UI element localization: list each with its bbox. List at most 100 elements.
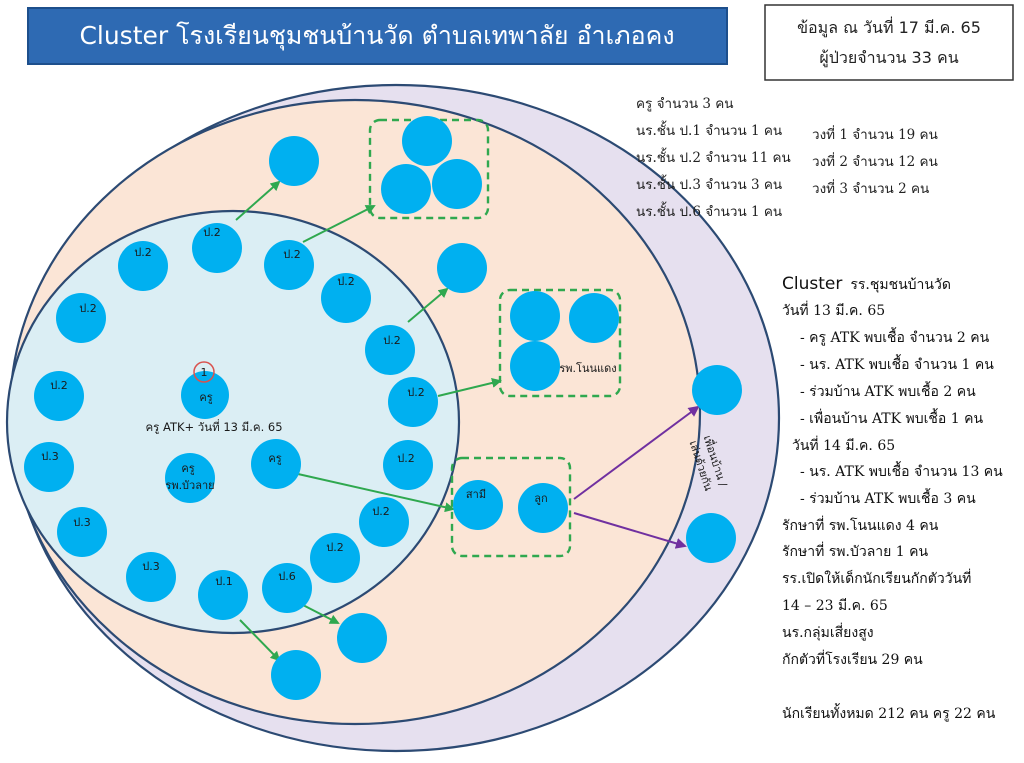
node	[437, 243, 487, 293]
node: ป.1	[198, 570, 248, 620]
arrow	[302, 205, 376, 243]
node-label: ป.3	[41, 450, 58, 463]
node: ป.2	[56, 293, 106, 343]
node-sublabel: รพ.บัวลาย	[165, 479, 214, 492]
summary-line: รร.เปิดให้เด็กนักเรียนกักตัววันที่	[782, 569, 971, 587]
index-marker	[193, 361, 215, 383]
node	[271, 650, 321, 700]
info-date: ข้อมูล ณ วันที่ 17 มี.ค. 65	[797, 16, 981, 38]
node: ป.2	[310, 533, 360, 583]
summary-line: นร.กลุ่มเสี่ยงสูง	[782, 623, 874, 641]
summary: Cluster รร.ชุมชนบ้านวัด วันที่ 13 มี.ค. …	[782, 274, 1003, 722]
ring-count-line: วงที่ 1 จำนวน 19 คน	[812, 125, 938, 143]
node-label: ป.2	[407, 386, 424, 399]
ring-count-line: วงที่ 3 จำนวน 2 คน	[812, 179, 929, 197]
node-label: ป.2	[397, 452, 414, 465]
arrow	[573, 405, 700, 500]
summary-line: - ร่วมบ้าน ATK พบเชื้อ 2 คน	[800, 381, 976, 400]
node	[381, 164, 431, 214]
node	[510, 341, 560, 391]
node: ป.2	[359, 497, 409, 547]
count-line: ครู จำนวน 3 คน	[636, 96, 734, 112]
node	[269, 136, 319, 186]
index-case-node: 1 ครู	[181, 361, 229, 419]
summary-line: วันที่ 13 มี.ค. 65	[782, 301, 885, 319]
arrow	[239, 619, 281, 662]
node: ป.3	[126, 552, 176, 602]
arrow	[297, 473, 455, 513]
index-caption: ครู ATK+ วันที่ 13 มี.ค. 65	[145, 419, 282, 434]
node: ป.2	[34, 371, 84, 421]
node	[337, 613, 387, 663]
summary-line: รักษาที่ รพ.โนนแดง 4 คน	[782, 516, 939, 534]
summary-line: - นร. ATK พบเชื้อ จำนวน 13 คน	[800, 461, 1003, 480]
page-title: Cluster โรงเรียนชุมชนบ้านวัด ตำบลเทพาลัย…	[79, 21, 674, 51]
node: ป.6	[262, 563, 312, 613]
node-label: ป.2	[134, 246, 151, 259]
node-label: ป.3	[73, 516, 90, 529]
node: ป.3	[57, 507, 107, 557]
ring-counts: วงที่ 1 จำนวน 19 คน วงที่ 2 จำนวน 12 คน …	[812, 125, 938, 197]
summary-totals: นักเรียนทั้งหมด 212 คน ครู 22 คน	[782, 703, 996, 722]
node-label: ป.2	[337, 275, 354, 288]
node	[510, 291, 560, 341]
node-label: ป.1	[215, 575, 232, 588]
title-banner: Cluster โรงเรียนชุมชนบ้านวัด ตำบลเทพาลัย…	[27, 7, 728, 65]
summary-line: - เพื่อนบ้าน ATK พบเชื้อ 1 คน	[800, 408, 984, 427]
arrow	[437, 378, 502, 397]
node-label: ป.2	[203, 226, 220, 239]
node-label: ป.2	[372, 505, 389, 518]
hospital-label: รพ.โนนแดง	[559, 361, 616, 375]
summary-line: - ร่วมบ้าน ATK พบเชื้อ 3 คน	[800, 488, 976, 507]
node: ลูก	[518, 483, 568, 533]
node-label: ครู	[199, 391, 212, 404]
node-label: ลูก	[534, 492, 547, 505]
node-label: ป.2	[79, 302, 96, 315]
node: ป.2	[365, 325, 415, 375]
node: ป.2	[118, 241, 168, 291]
summary-title-rest: รร.ชุมชนบ้านวัด	[850, 277, 951, 293]
node	[402, 116, 452, 166]
index-marker-label: 1	[201, 366, 208, 379]
node-label: ป.6	[278, 570, 295, 583]
summary-line: - ครู ATK พบเชื้อ จำนวน 2 คน	[800, 327, 990, 346]
count-line: นร.ชั้น ป.3 จำนวน 3 คน	[636, 174, 782, 193]
summary-line: กักตัวที่โรงเรียน 29 คน	[782, 650, 923, 668]
node: สามี	[453, 480, 503, 530]
summary-line: รักษาที่ รพ.บัวลาย 1 คน	[782, 542, 929, 560]
node	[692, 365, 742, 415]
node: ป.2	[264, 240, 314, 290]
node-label: ป.2	[50, 379, 67, 392]
count-line: นร.ชั้น ป.2 จำนวน 11 คน	[636, 147, 791, 166]
node: ป.2	[388, 377, 438, 427]
node-label: ครู	[181, 462, 194, 475]
summary-title-prefix: Cluster	[782, 274, 842, 294]
node-label: ครู	[268, 452, 281, 465]
group-counts: ครู จำนวน 3 คน นร.ชั้น ป.1 จำนวน 1 คน นร…	[636, 96, 791, 220]
count-line: นร.ชั้น ป.1 จำนวน 1 คน	[636, 120, 782, 139]
arrow	[407, 287, 449, 323]
node-label: สามี	[466, 488, 486, 501]
summary-line: 14 – 23 มี.ค. 65	[782, 598, 888, 614]
summary-title: Cluster รร.ชุมชนบ้านวัด	[782, 274, 951, 294]
group-box-family	[450, 456, 572, 558]
group-box-hospital	[498, 288, 622, 398]
node-label: ป.2	[326, 541, 343, 554]
arrow	[235, 180, 281, 221]
ring-count-line: วงที่ 2 จำนวน 12 คน	[812, 152, 938, 170]
arrow	[573, 512, 687, 549]
node: ครู รพ.บัวลาย	[165, 453, 215, 503]
count-line: นร.ชั้น ป.6 จำนวน 1 คน	[636, 201, 782, 220]
summary-line: วันที่ 14 มี.ค. 65	[792, 436, 895, 454]
node: ป.2	[383, 440, 433, 490]
node	[686, 513, 736, 563]
node-label: ป.2	[383, 334, 400, 347]
node-label: ป.3	[142, 560, 159, 573]
info-patient-count: ผู้ป่วยจำนวน 33 คน	[819, 48, 958, 68]
node: ป.3	[24, 442, 74, 492]
node: ป.2	[192, 223, 242, 273]
summary-line: - นร. ATK พบเชื้อ จำนวน 1 คน	[800, 354, 994, 373]
node	[432, 159, 482, 209]
